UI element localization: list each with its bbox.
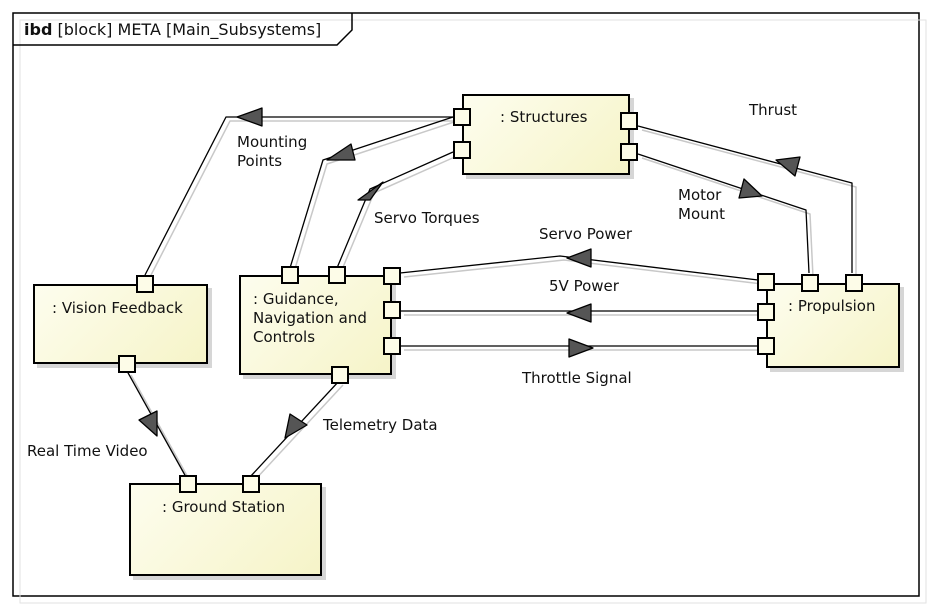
throttle-signal-label: Throttle Signal [522,369,632,387]
propulsion-port-left-3[interactable] [757,337,775,355]
vision-feedback-block[interactable]: : Vision Feedback [33,284,208,364]
five-v-power-arrow-icon [566,303,592,323]
vision-feedback-port-top[interactable] [136,275,154,293]
servo-power-arrow-icon [566,248,592,268]
structures-block[interactable]: : Structures [462,94,630,175]
mounting-points-arrow-icon [236,107,263,127]
ground-station-port-left[interactable] [179,475,197,493]
structures-port-left-top[interactable] [453,108,471,126]
frame-shadow [19,19,927,604]
vision-feedback-port-bottom[interactable] [118,355,136,373]
telemetry-data-label: Telemetry Data [323,416,438,434]
propulsion-port-left-2[interactable] [757,303,775,321]
motor-mount-line [637,153,810,274]
propulsion-port-top-2[interactable] [845,274,863,292]
thrust-line [637,125,853,273]
vision-feedback-label: : Vision Feedback [52,299,183,317]
ground-station-block[interactable]: : Ground Station [129,483,322,576]
gnc-port-right-2[interactable] [383,301,401,319]
structures-label: : Structures [500,108,588,126]
gnc-port-bottom[interactable] [331,366,349,384]
ground-station-label: : Ground Station [162,498,286,516]
throttle-signal-arrow-icon [568,338,594,358]
structures-port-right-top[interactable] [620,112,638,130]
servo-torques-arrow-icon [357,181,384,201]
servo-power-line [399,255,759,281]
frame-title: ibd [block] META [Main_Subsystems] [24,20,321,39]
gnc-port-right-1[interactable] [383,267,401,285]
five-v-power-label: 5V Power [549,277,619,295]
servo-torques-label: Servo Torques [374,209,480,227]
gnc-label: : Guidance, Navigation and Controls [253,290,367,346]
thrust-arrow-icon [775,156,801,177]
flow-arrows [138,107,801,439]
thrust-label: Thrust [749,101,798,119]
gnc-port-top-right[interactable] [328,266,346,284]
structures-port-right-bottom[interactable] [620,143,638,161]
gnc-port-right-3[interactable] [383,337,401,355]
real-time-video-label: Real Time Video [27,442,148,460]
gnc-block[interactable]: : Guidance, Navigation and Controls [239,275,392,375]
motor-mount-arrow-icon [738,178,763,199]
motor-mount-label: Motor Mount [678,186,726,223]
ground-station-port-right[interactable] [242,475,260,493]
servo-torques-line [336,151,454,269]
frame-title-tab [13,13,353,46]
structures-port-left-bottom[interactable] [453,141,471,159]
propulsion-port-left-1[interactable] [757,273,775,291]
diagram-frame [12,12,920,597]
propulsion-label: : Propulsion [788,297,876,315]
real-time-video-arrow-icon [138,410,158,437]
propulsion-block[interactable]: : Propulsion [766,283,900,368]
frame-kind: ibd [24,20,53,39]
structures-gnc-line [289,116,454,269]
mounting-points-line [144,116,453,276]
telemetry-data-arrow-icon [284,413,308,439]
gnc-port-top-left[interactable] [281,266,299,284]
propulsion-port-top-1[interactable] [801,274,819,292]
mounting-points-label: Mounting Points [237,133,308,170]
servo-power-label: Servo Power [539,225,633,243]
frame-title-text: [block] META [Main_Subsystems] [57,20,322,39]
structures-gnc-arrow-icon [326,143,356,161]
